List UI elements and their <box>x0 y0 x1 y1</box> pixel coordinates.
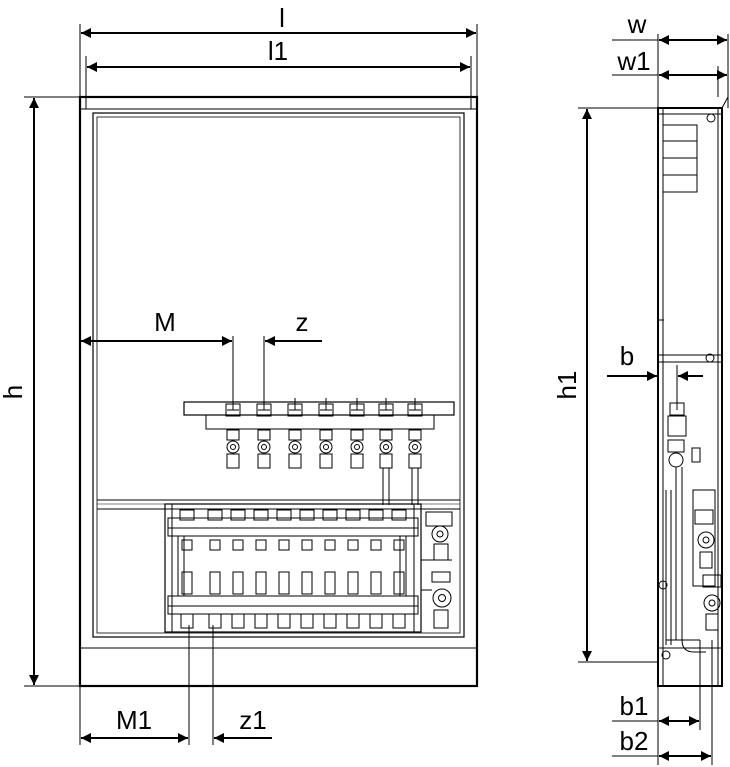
outlet-7 <box>407 398 423 469</box>
label-l1: l1 <box>268 36 288 66</box>
outlet-5 <box>349 398 365 469</box>
outlet-2 <box>256 398 272 469</box>
side-valves <box>658 398 722 660</box>
front-view <box>78 95 479 688</box>
side-outer-frame <box>657 107 723 687</box>
label-M: M <box>154 307 176 337</box>
label-z1: z1 <box>239 705 266 735</box>
side-view <box>657 96 729 687</box>
dimension-labels: l l1 h M z M1 z1 w w1 h1 b b1 b2 <box>0 3 651 756</box>
outlet-3 <box>287 398 303 469</box>
outlet-6 <box>378 398 394 469</box>
label-M1: M1 <box>116 705 152 735</box>
side-dimensions <box>578 34 729 765</box>
upper-manifold-outlets <box>225 398 423 469</box>
label-z: z <box>296 307 309 337</box>
cabinet-outer-frame <box>78 95 479 688</box>
label-w: w <box>627 9 647 39</box>
side-stacked-boxes <box>662 124 698 193</box>
cabinet-inner-box <box>92 112 465 638</box>
label-l: l <box>279 3 285 33</box>
label-h: h <box>0 385 28 399</box>
supply-pipes <box>382 468 419 505</box>
ball-valve-group <box>421 511 453 629</box>
front-dimensions <box>24 24 478 745</box>
lower-manifold-assembly <box>164 503 453 633</box>
lower-manifold-outlets <box>179 509 407 629</box>
outlet-1 <box>225 398 241 469</box>
label-b: b <box>620 341 634 371</box>
label-w1: w1 <box>616 46 650 76</box>
outlet-4 <box>318 398 334 469</box>
label-h1: h1 <box>552 371 582 400</box>
label-b2: b2 <box>620 726 649 756</box>
label-b1: b1 <box>620 691 649 721</box>
